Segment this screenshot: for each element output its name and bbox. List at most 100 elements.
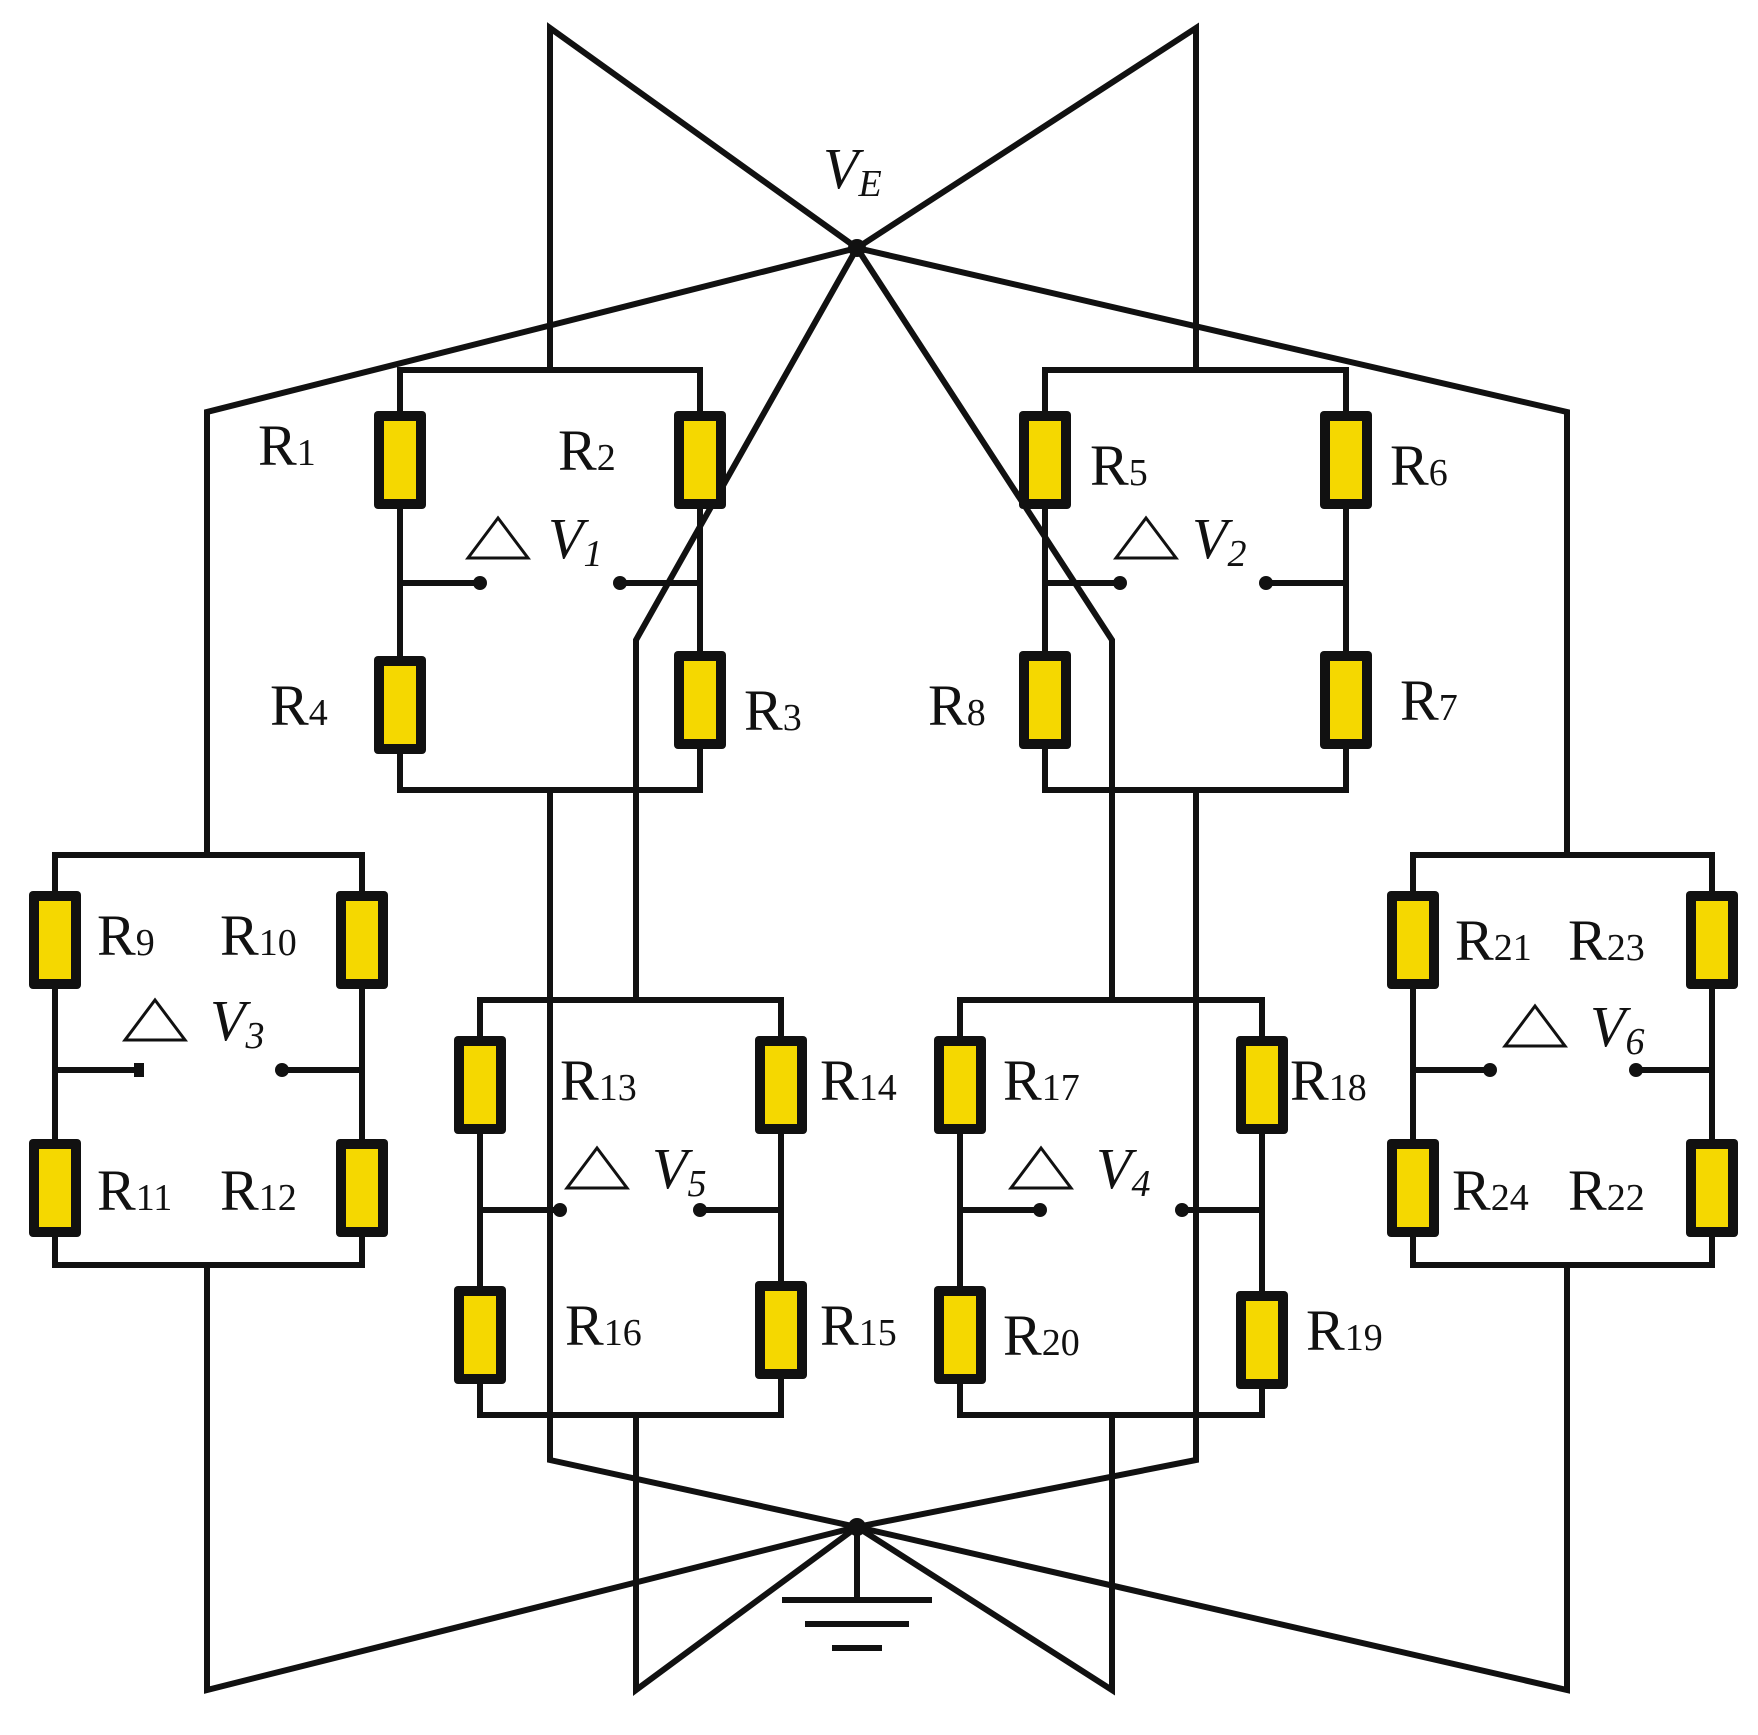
wires [52, 22, 1715, 1696]
resistor-r10-body [346, 901, 378, 979]
resistor-r8-body [1029, 661, 1061, 739]
resistor-r8 [1019, 651, 1071, 749]
resistor-r9-body [39, 901, 71, 979]
wire-gnd-left-mid [547, 787, 861, 1531]
r7-label: R7 [1400, 668, 1458, 733]
resistor-r22-body [1696, 1149, 1728, 1227]
resistor-r11-body [39, 1149, 71, 1227]
resistor-r20-body [944, 1296, 976, 1374]
wire-ve-outer-right [853, 244, 1570, 858]
resistor-r3 [674, 651, 726, 749]
v6-terminal-left [1483, 1063, 1497, 1077]
resistor-r24 [1387, 1139, 1439, 1237]
resistor-r21-body [1397, 901, 1429, 979]
r6-label: R6 [1390, 433, 1448, 498]
r2-label: R2 [558, 418, 616, 483]
v2-terminal-right [1259, 576, 1273, 590]
terminals [134, 576, 1643, 1217]
v1-label: V1 [548, 506, 602, 575]
bridge5-frame [477, 997, 784, 1418]
resistor-r20 [934, 1286, 986, 1384]
v6-terminal-right [1629, 1063, 1643, 1077]
r5-label: R5 [1090, 433, 1148, 498]
v5-terminal-left [553, 1203, 567, 1217]
resistor-r6-body [1330, 421, 1362, 499]
resistor-r4-body [384, 666, 416, 744]
r8-label: R8 [928, 673, 986, 738]
v1-terminal-right [613, 576, 627, 590]
resistor-r16-body [464, 1296, 496, 1374]
resistor-r14 [755, 1036, 807, 1134]
resistor-r19 [1236, 1291, 1288, 1389]
r13-label: R13 [560, 1048, 637, 1113]
resistor-r24-body [1397, 1149, 1429, 1227]
v6-label: V6 [1590, 994, 1644, 1063]
r17-label: R17 [1003, 1048, 1080, 1113]
resistor-r1 [374, 411, 426, 509]
v4-terminal-right [1175, 1203, 1189, 1217]
resistor-r5-body [1029, 421, 1061, 499]
r3-label: R3 [744, 678, 802, 743]
v3-label: V3 [210, 988, 264, 1057]
wire-ve-left-top [547, 22, 861, 1003]
r12-label: R12 [220, 1158, 297, 1223]
r15-label: R15 [820, 1293, 897, 1358]
wire-ve-right-top [852, 22, 1199, 1003]
r11-label: R11 [97, 1158, 172, 1223]
delta-symbols [122, 515, 1568, 1190]
v5-delta-icon [564, 1145, 630, 1190]
resistor-r18 [1236, 1036, 1288, 1134]
v5-terminal-right [693, 1203, 707, 1217]
wire-ve-outer-left [204, 244, 861, 858]
resistor-r10 [336, 891, 388, 989]
resistor-r1-body [384, 421, 416, 499]
r22-label: R22 [1568, 1158, 1645, 1223]
resistor-r15-body [765, 1291, 797, 1369]
r20-label: R20 [1003, 1303, 1080, 1368]
resistor-r6 [1320, 411, 1372, 509]
bridge2-frame [1042, 367, 1349, 793]
wire-gnd-outer-right [853, 1262, 1570, 1694]
resistor-r23 [1686, 891, 1738, 989]
resistor-r7-body [1330, 661, 1362, 739]
labels: VE V1 V2 V3 V5 V4 V6 R1 R2 R3 R4 R5 R6 R… [97, 136, 1645, 1368]
resistor-r11 [29, 1139, 81, 1237]
resistor-r17 [934, 1036, 986, 1134]
resistor-r22 [1686, 1139, 1738, 1237]
resistor-r9 [29, 891, 81, 989]
v1-terminal-left [473, 576, 487, 590]
wire-gnd-inner-right [852, 1412, 1115, 1696]
resistor-r14-body [765, 1046, 797, 1124]
resistor-r13 [454, 1036, 506, 1134]
r19-label: R19 [1306, 1298, 1383, 1363]
resistor-r21 [1387, 891, 1439, 989]
v6-delta-icon [1502, 1003, 1568, 1048]
v3-terminal-left [134, 1063, 144, 1077]
resistor-r12-body [346, 1149, 378, 1227]
v1-delta-icon [465, 515, 531, 560]
r9-label: R9 [97, 903, 155, 968]
v4-terminal-left [1033, 1203, 1047, 1217]
r10-label: R10 [220, 903, 297, 968]
r21-label: R21 [1455, 908, 1532, 973]
bridge6-frame [1410, 852, 1715, 1268]
v2-label: V2 [1192, 506, 1246, 575]
bridge3-frame [52, 852, 365, 1268]
resistors [29, 411, 1738, 1389]
resistor-r17-body [944, 1046, 976, 1124]
supply-node [848, 239, 866, 257]
resistor-r3-body [684, 661, 716, 739]
v4-delta-icon [1008, 1145, 1074, 1190]
wire-gnd-outer-left [204, 1262, 861, 1694]
v3-terminal-right [275, 1063, 289, 1077]
bridge1-frame [397, 367, 703, 793]
r4-label: R4 [270, 673, 328, 738]
resistor-r13-body [464, 1046, 496, 1124]
resistor-r15 [755, 1281, 807, 1379]
ground-node [848, 1518, 866, 1536]
v5-label: V5 [652, 1136, 706, 1205]
resistor-r2 [674, 411, 726, 509]
wire-gnd-inner-left [633, 1412, 862, 1696]
